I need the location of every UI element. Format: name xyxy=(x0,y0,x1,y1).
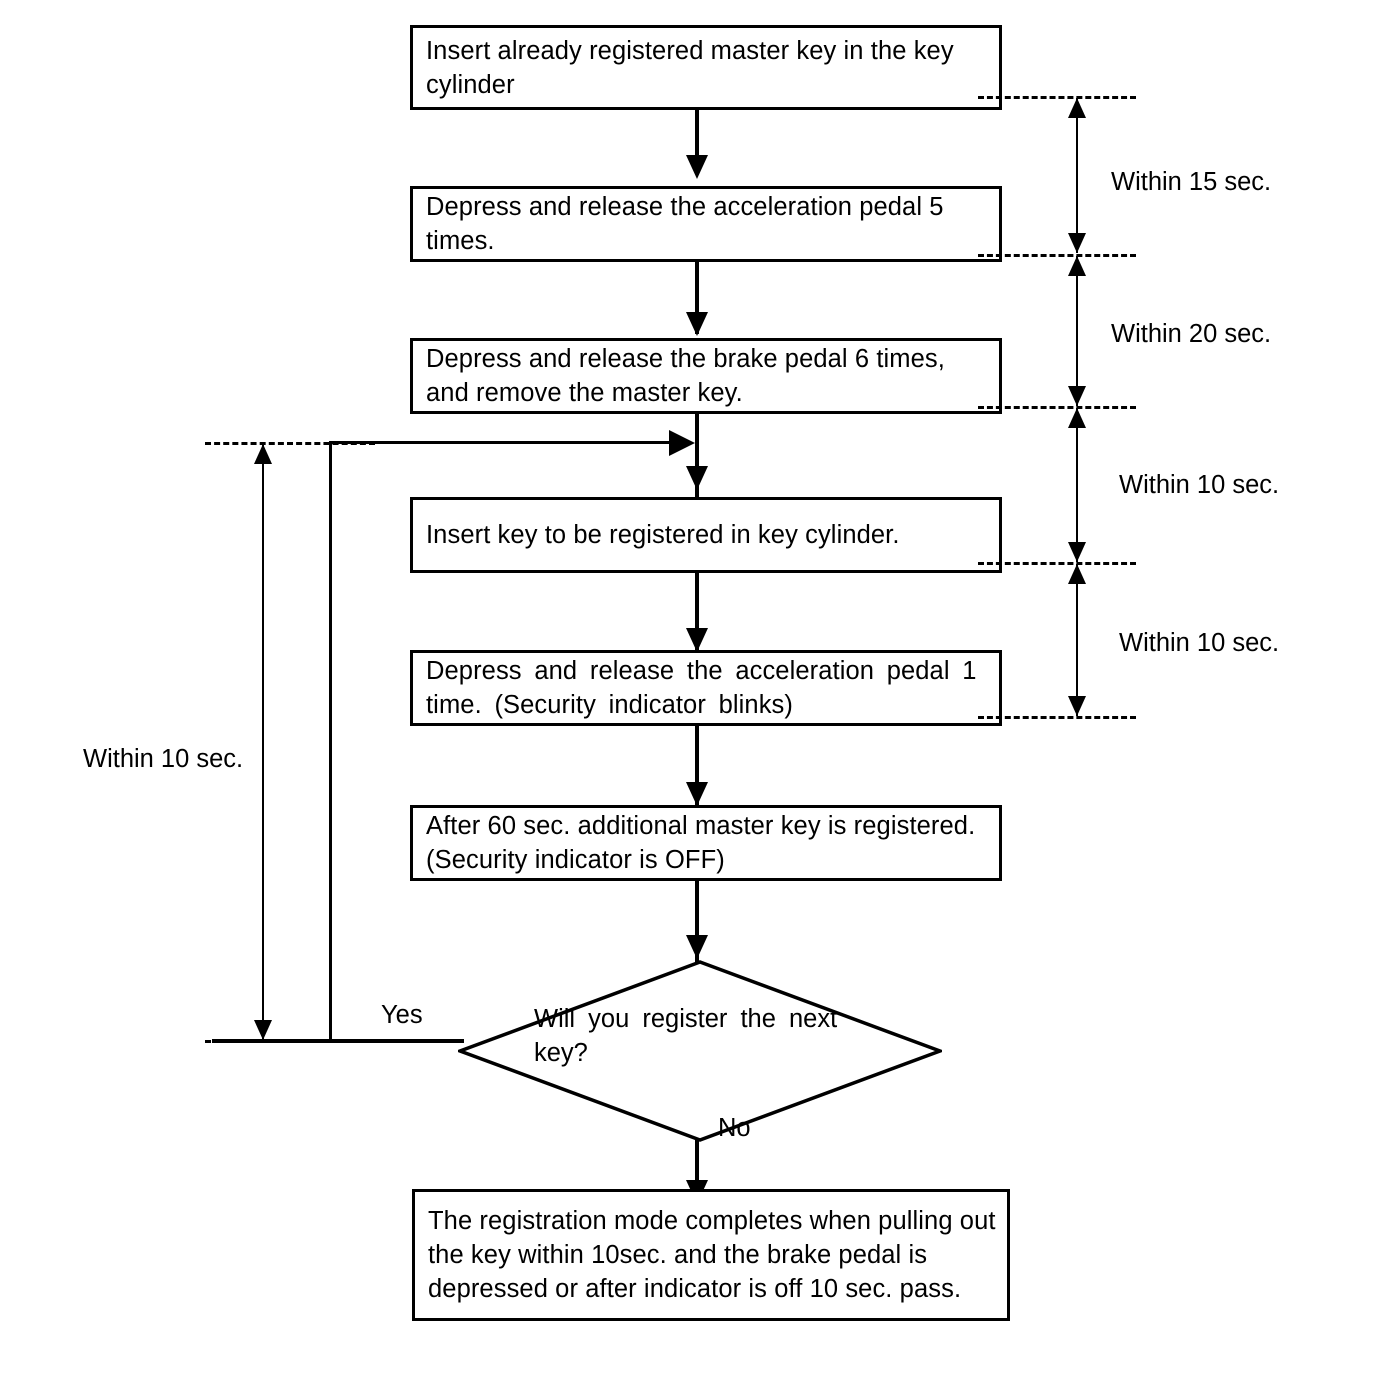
node-text: Depress and release the brake pedal 6 ti… xyxy=(426,345,945,407)
yes-label: Yes xyxy=(381,1001,423,1029)
node-text: Insert key to be registered in key cylin… xyxy=(426,521,900,549)
timing-rule-2 xyxy=(978,254,1136,257)
arrowhead-down-3 xyxy=(686,466,708,490)
no-label: No xyxy=(718,1114,751,1142)
timing-label-4: Within 10 sec. xyxy=(1119,629,1280,657)
timing-bracket-left-line xyxy=(262,444,264,1042)
arrowhead-down-5 xyxy=(686,782,708,806)
timing-bracket-2-line xyxy=(1076,256,1078,406)
arrowhead-down-6 xyxy=(686,935,708,959)
decision-node-register-next-key: Will you register the next key? xyxy=(458,960,942,1142)
timing-bracket-3-line xyxy=(1076,408,1078,562)
process-node-accel-pedal-5: Depress and release the acceleration ped… xyxy=(410,186,1002,262)
timing-rule-5 xyxy=(978,716,1136,719)
no-branch-line xyxy=(695,1140,699,1208)
arrowhead-up-3 xyxy=(1068,408,1086,428)
arrowhead-down-b4 xyxy=(1068,696,1086,716)
arrowhead-down-b2 xyxy=(1068,386,1086,406)
timing-label-1: Within 15 sec. xyxy=(1111,168,1272,196)
timing-rule-1 xyxy=(978,96,1136,99)
timing-rule-4 xyxy=(978,562,1136,565)
process-node-key-registered: After 60 sec. additional master key is r… xyxy=(410,805,1002,881)
process-node-insert-new-key: Insert key to be registered in key cylin… xyxy=(410,497,1002,573)
process-node-registration-complete: The registration mode completes when pul… xyxy=(412,1189,1010,1321)
timing-label-2: Within 20 sec. xyxy=(1111,320,1272,348)
arrowhead-down-b3 xyxy=(1068,542,1086,562)
node-text: The registration mode completes when pul… xyxy=(428,1207,996,1303)
arrowhead-up-4 xyxy=(1068,564,1086,584)
arrowhead-down-left xyxy=(254,1020,272,1040)
connector-4-5 xyxy=(695,573,699,651)
process-node-insert-master-key: Insert already registered master key in … xyxy=(410,25,1002,110)
diamond-shape xyxy=(458,960,942,1142)
feedback-riser xyxy=(329,441,332,1041)
timing-label-left: Within 10 sec. xyxy=(83,745,244,773)
timing-label-3: Within 10 sec. xyxy=(1119,471,1280,499)
process-node-brake-pedal-6: Depress and release the brake pedal 6 ti… xyxy=(410,338,1002,414)
decision-text: Will you register the next key? xyxy=(534,1005,838,1067)
arrowhead-down-2 xyxy=(686,312,708,336)
arrowhead-down-b1 xyxy=(1068,233,1086,253)
node-text: After 60 sec. additional master key is r… xyxy=(426,812,976,874)
node-text: Depress and release the acceleration ped… xyxy=(426,657,977,719)
process-node-accel-pedal-1: Depress and release the acceleration ped… xyxy=(410,650,1002,726)
connector-6-decision xyxy=(695,881,699,963)
connector-1-2 xyxy=(695,110,699,168)
arrowhead-up-2 xyxy=(1068,256,1086,276)
timing-rule-left-bottom xyxy=(205,1040,375,1043)
timing-rule-left-top xyxy=(205,442,375,445)
arrowhead-right-feedback xyxy=(669,430,695,456)
connector-3-4 xyxy=(695,414,699,498)
connector-5-6 xyxy=(695,726,699,806)
timing-bracket-4-line xyxy=(1076,564,1078,716)
arrowhead-up-1 xyxy=(1068,98,1086,118)
arrowhead-down-4 xyxy=(686,628,708,652)
node-text: Depress and release the acceleration ped… xyxy=(426,193,944,255)
feedback-horizontal xyxy=(329,441,687,444)
connector-2-3 xyxy=(695,262,699,334)
timing-bracket-1-line xyxy=(1076,98,1078,253)
arrowhead-up-left xyxy=(254,444,272,464)
arrowhead-down-1 xyxy=(686,155,708,179)
timing-rule-3 xyxy=(978,406,1136,409)
node-text: Insert already registered master key in … xyxy=(426,36,954,99)
